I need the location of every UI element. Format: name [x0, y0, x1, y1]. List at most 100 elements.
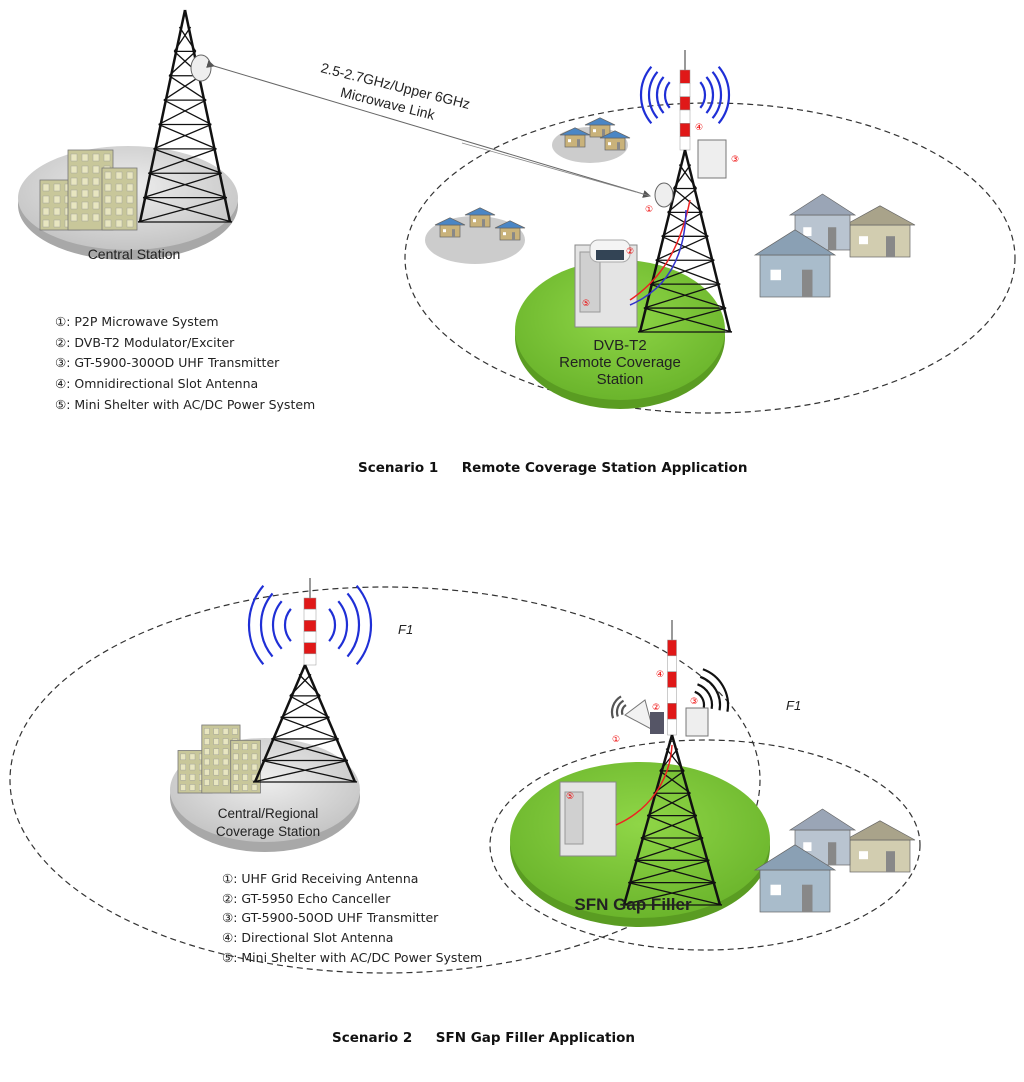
house-door — [828, 842, 837, 865]
house-door — [802, 884, 813, 912]
houses — [753, 808, 916, 913]
window — [242, 763, 248, 771]
window — [104, 207, 112, 216]
remote-station-label-3: Station — [597, 371, 644, 388]
coverage-area-boundary — [404, 102, 1016, 414]
tower-brace — [646, 815, 704, 839]
house-window — [568, 139, 571, 143]
tower-brace — [643, 307, 733, 333]
central-tower — [252, 578, 358, 783]
window — [233, 763, 239, 771]
radio-wave-arc — [259, 592, 274, 658]
window — [92, 213, 100, 222]
tower-brace — [634, 859, 716, 884]
window — [213, 779, 219, 786]
tower-brace — [298, 673, 321, 697]
window — [233, 753, 239, 761]
tower-brace — [168, 50, 197, 77]
radio-wave-arc — [705, 76, 715, 114]
house-roof — [844, 205, 916, 226]
tower-brace — [634, 837, 704, 861]
window — [92, 189, 100, 198]
tower-brace — [667, 211, 709, 237]
legend-item: ③: GT-5900-50OD UHF Transmitter — [222, 910, 439, 925]
radio-wave-arc — [655, 76, 665, 114]
window — [70, 153, 78, 162]
house-roof — [599, 130, 631, 139]
radio-wave-arc — [702, 668, 730, 712]
tower-brace — [665, 748, 685, 772]
house-window — [443, 229, 446, 233]
radio-wave-arc — [346, 592, 361, 658]
microwave-dish-icon — [190, 54, 212, 82]
marker-1: ① — [612, 735, 620, 745]
window — [70, 213, 78, 222]
window — [222, 769, 229, 776]
window — [213, 728, 219, 735]
window — [251, 743, 258, 750]
tower-brace — [672, 164, 692, 189]
house-window — [770, 884, 781, 896]
central-station-label-2: Coverage Station — [216, 824, 320, 839]
house-roof — [788, 193, 857, 216]
slot-antenna-segment — [667, 687, 677, 704]
radio-wave-arc — [355, 584, 373, 666]
window — [126, 183, 134, 192]
frequency-label: F1 — [398, 622, 413, 637]
radio-wave-arc — [615, 699, 625, 717]
house-window — [803, 842, 812, 851]
window — [104, 171, 112, 180]
legend-item: ④: Omnidirectional Slot Antenna — [55, 376, 258, 391]
tower-brace — [653, 792, 698, 817]
slot-antenna-segment — [679, 96, 691, 111]
window — [251, 753, 258, 761]
remote-station-label-2: Remote Coverage — [559, 354, 681, 371]
window — [104, 195, 112, 204]
slot-antenna-segment — [667, 655, 677, 672]
house-window — [859, 851, 868, 860]
tower-brace — [640, 815, 698, 839]
window — [126, 219, 134, 228]
data-cable — [629, 209, 687, 306]
house-window — [593, 129, 596, 133]
marker-3: ③ — [690, 697, 698, 707]
legend-item: ②: DVB-T2 Modulator/Exciter — [55, 335, 235, 350]
window — [242, 743, 248, 750]
marker-2: ② — [626, 247, 634, 257]
house-door — [577, 139, 580, 147]
window — [115, 171, 123, 180]
radio-waves-icon — [639, 65, 731, 125]
window — [70, 177, 78, 186]
radio-wave-arc — [699, 81, 707, 109]
legend-item: ⑤: Mini Shelter with AC/DC Power System — [55, 397, 315, 412]
window — [70, 201, 78, 210]
p2p-dish-icon — [654, 182, 674, 208]
window — [213, 769, 219, 776]
radio-wave-arc — [620, 704, 627, 716]
marker-4: ④ — [695, 123, 703, 133]
tower-brace — [661, 235, 715, 261]
slot-antenna-segment — [679, 136, 691, 151]
village-houses — [434, 117, 631, 241]
tower-brace — [137, 196, 227, 223]
window — [222, 758, 229, 766]
radio-wave-arc — [699, 675, 722, 711]
radio-wave-arc — [697, 683, 714, 710]
uhf-transmitter — [697, 139, 727, 179]
tower-brace — [168, 75, 207, 101]
window — [53, 219, 61, 228]
tower-leg — [638, 149, 687, 333]
radio-wave-arc — [711, 71, 723, 119]
main-coverage-boundary — [9, 586, 761, 974]
window — [42, 219, 50, 228]
tower-brace — [649, 259, 715, 285]
legend-item: ④: Directional Slot Antenna — [222, 930, 393, 945]
window — [213, 748, 219, 755]
house-roof — [434, 217, 466, 226]
window — [81, 177, 89, 186]
marker-2: ② — [652, 703, 660, 713]
tower-brace — [621, 882, 716, 906]
house-roof — [844, 820, 916, 841]
house-door — [828, 227, 837, 250]
caption-scenario-2: Scenario 2 SFN Gap Filler Application — [332, 1030, 635, 1046]
